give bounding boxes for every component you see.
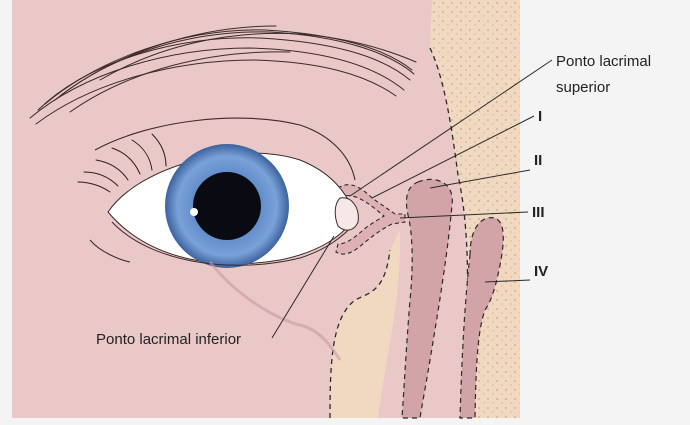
label-superior-line1: Ponto lacrimal (556, 53, 651, 70)
label-superior-line2: superior (556, 79, 610, 96)
label-inferior: Ponto lacrimal inferior (96, 331, 241, 348)
eye-reflection (190, 208, 198, 216)
label-roman-iii: III (532, 204, 545, 221)
label-roman-iv: IV (534, 263, 548, 280)
label-roman-i: I (538, 108, 542, 125)
label-roman-ii: II (534, 152, 542, 169)
pupil (193, 172, 261, 240)
